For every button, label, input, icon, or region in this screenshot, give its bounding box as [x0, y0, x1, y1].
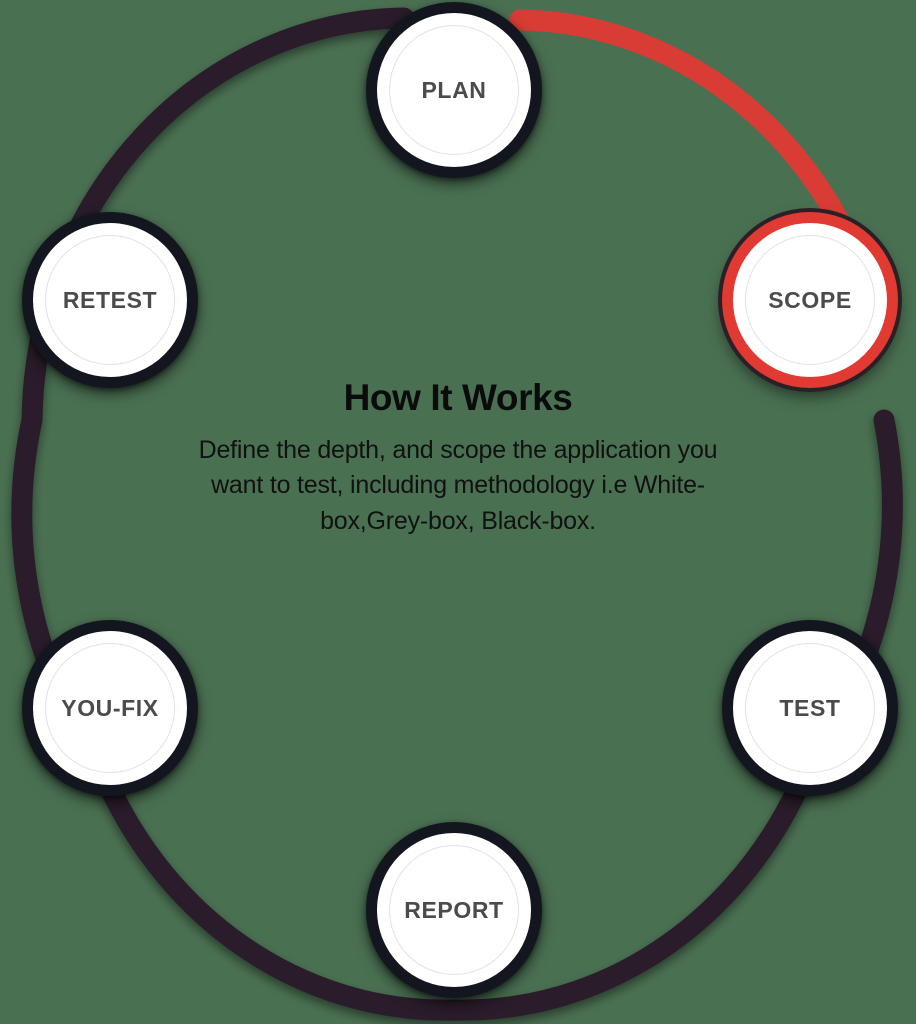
step-node-test[interactable]: TEST [722, 620, 898, 796]
step-node-you-fix[interactable]: YOU-FIX [22, 620, 198, 796]
step-label-test: TEST [779, 694, 841, 721]
step-label-retest: RETEST [62, 286, 158, 313]
step-label-report: REPORT [404, 896, 504, 923]
step-node-plan[interactable]: PLAN [366, 2, 542, 178]
step-node-report[interactable]: REPORT [366, 822, 542, 998]
step-node-retest[interactable]: RETEST [22, 212, 198, 388]
step-label-plan: PLAN [421, 76, 487, 103]
step-label-scope: SCOPE [768, 286, 852, 313]
step-label-you-fix: YOU-FIX [61, 694, 159, 721]
step-node-scope[interactable]: SCOPE [722, 212, 898, 388]
